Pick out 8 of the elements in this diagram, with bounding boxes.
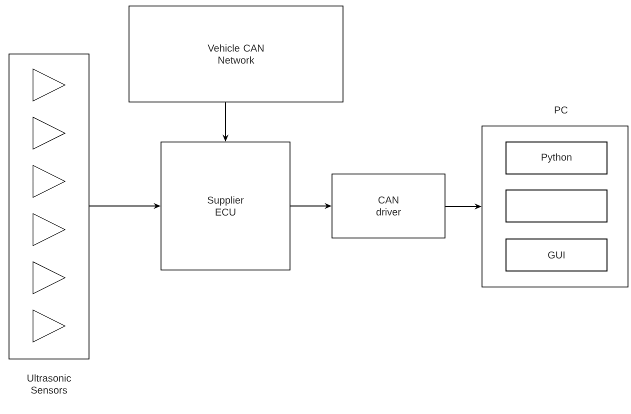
node-heading: Ultrasonic Sensors — [28, 374, 71, 394]
node-heading: PC — [554, 106, 568, 114]
driver-box: CAN driver — [332, 174, 446, 238]
network-box: Vehicle CAN Network — [128, 6, 344, 102]
software-box — [506, 190, 608, 222]
ecu-box: Supplier ECU — [160, 142, 290, 270]
software-box: GUI — [506, 238, 608, 272]
software-box: Python — [506, 142, 608, 174]
